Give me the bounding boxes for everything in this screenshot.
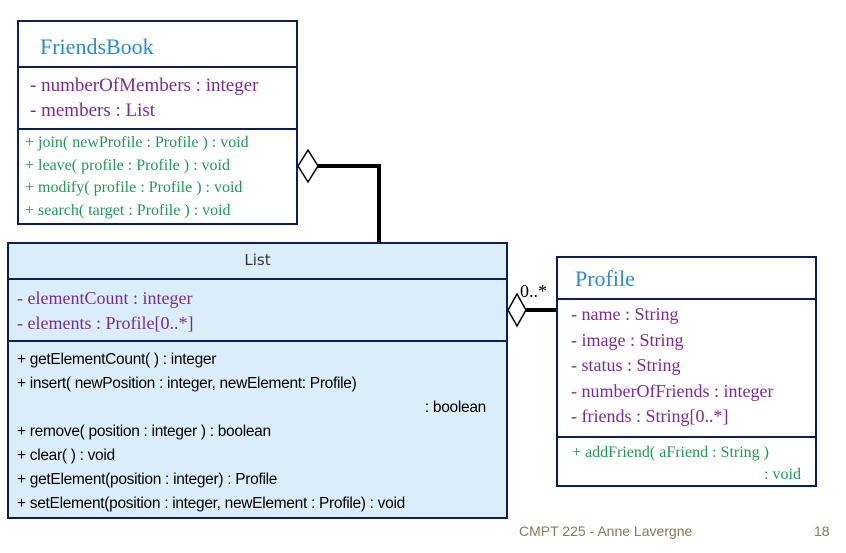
friendsbook-operation: + search( target : Profile ) : void bbox=[25, 201, 231, 219]
list-aggregation-diamond bbox=[507, 292, 527, 328]
friendsbook-class-name: FriendsBook bbox=[19, 22, 296, 68]
page-number: 18 bbox=[814, 523, 830, 539]
footer-text: CMPT 225 - Anne Lavergne bbox=[519, 523, 693, 539]
profile-class: Profile - name : String - image : String… bbox=[556, 256, 817, 487]
list-operation: + getElement(position : integer) : Profi… bbox=[17, 471, 278, 488]
profile-attribute: - friends : String[0..*] bbox=[571, 406, 729, 426]
friendsbook-operation: + modify( profile : Profile ) : void bbox=[25, 179, 243, 196]
list-operations: + getElementCount( ) : integer + insert(… bbox=[9, 342, 506, 516]
list-class-name: List bbox=[9, 244, 506, 280]
friendsbook-attribute: - numberOfMembers : integer bbox=[30, 75, 259, 96]
profile-operation-continuation: : void bbox=[764, 466, 801, 483]
profile-attributes: - name : String - image : String - statu… bbox=[558, 300, 815, 438]
list-operation: + clear( ) : void bbox=[17, 447, 115, 464]
profile-attribute: - image : String bbox=[571, 329, 684, 350]
friendsbook-operation: + leave( profile : Profile ) : void bbox=[25, 156, 230, 174]
list-operation-continuation: : boolean bbox=[424, 399, 486, 416]
profile-attribute: - name : String bbox=[571, 304, 679, 324]
profile-attribute: - status : String bbox=[571, 355, 681, 375]
multiplicity-label: 0..* bbox=[520, 281, 547, 301]
friendsbook-list-aggregation-line bbox=[318, 164, 381, 242]
list-operation: + setElement(position : integer, newElem… bbox=[17, 495, 405, 512]
friendsbook-operations: + join( newProfile : Profile ) : void + … bbox=[19, 130, 296, 222]
friendsbook-attributes: - numberOfMembers : integer - members : … bbox=[19, 68, 296, 130]
friendsbook-class: FriendsBook - numberOfMembers : integer … bbox=[17, 20, 298, 225]
list-operation: + insert( newPosition : integer, newElem… bbox=[17, 375, 357, 392]
friendsbook-aggregation-diamond bbox=[297, 148, 319, 184]
list-operation: + remove( position : integer ) : boolean bbox=[17, 423, 271, 440]
list-class: List - elementCount : integer - elements… bbox=[7, 242, 508, 519]
list-operation: + getElementCount( ) : integer bbox=[17, 351, 217, 368]
list-attribute: - elementCount : integer bbox=[17, 288, 193, 308]
profile-operations: + addFriend( aFriend : String ) : void bbox=[558, 438, 815, 486]
profile-class-name: Profile bbox=[558, 258, 815, 300]
friendsbook-attribute: - members : List bbox=[30, 100, 156, 121]
friendsbook-operation: + join( newProfile : Profile ) : void bbox=[25, 134, 249, 151]
list-attributes: - elementCount : integer - elements : Pr… bbox=[9, 280, 506, 342]
profile-operation: + addFriend( aFriend : String ) bbox=[572, 444, 769, 461]
list-attribute: - elements : Profile[0..*] bbox=[17, 313, 194, 333]
profile-attribute: - numberOfFriends : integer bbox=[571, 380, 774, 401]
